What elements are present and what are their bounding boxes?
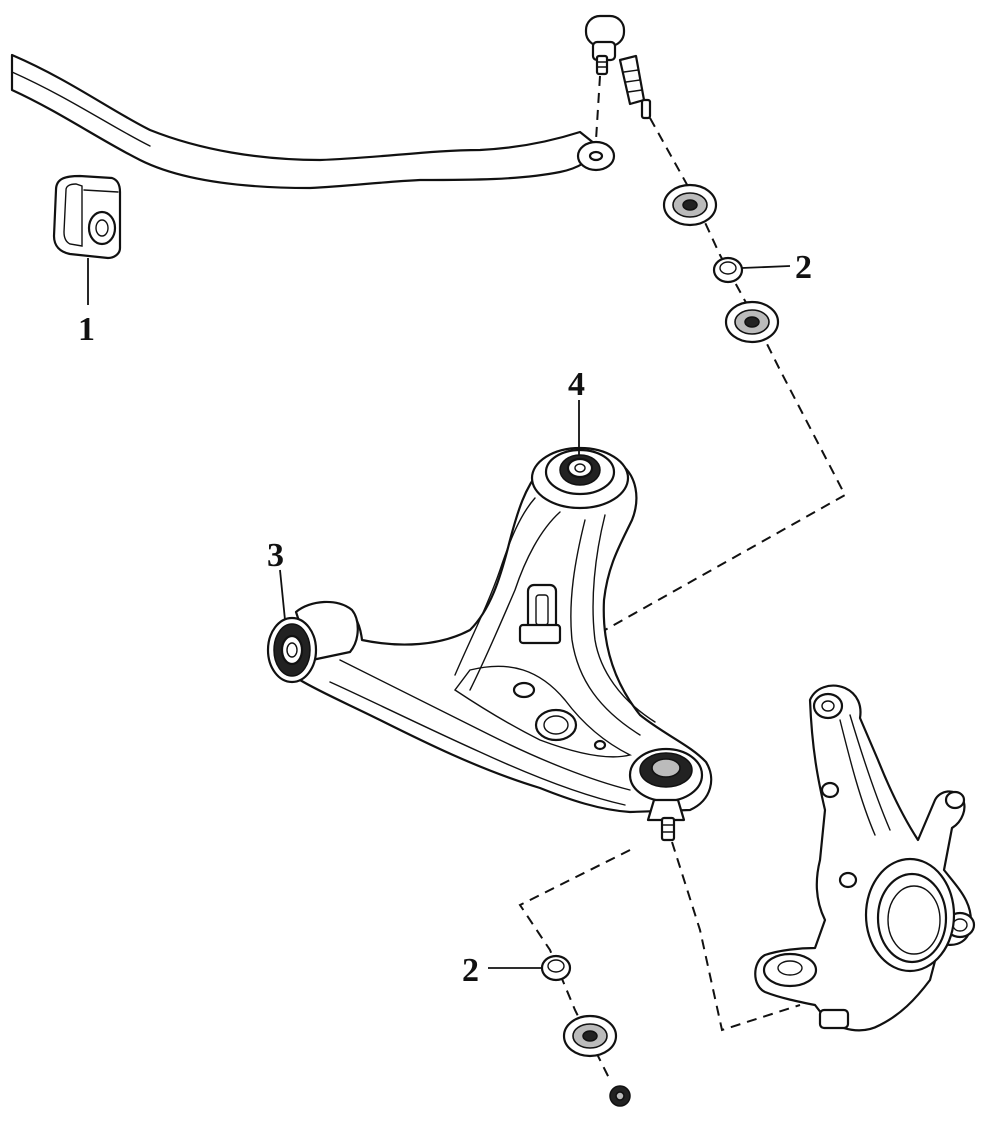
assembly-line-link-bar — [595, 75, 601, 141]
front-bushing — [266, 616, 318, 684]
link-washer-upper — [662, 183, 718, 227]
assembly-line-link-stud — [604, 117, 847, 631]
ball-joint — [628, 747, 704, 842]
callout-2-lower: 2 — [462, 952, 479, 989]
callout-2-upper: 2 — [795, 249, 812, 286]
leader-3 — [279, 569, 286, 621]
callout-4: 4 — [568, 366, 585, 403]
link-nut-lower — [609, 1085, 631, 1107]
callout-1: 1 — [78, 311, 95, 348]
link-bushing-lower — [540, 954, 572, 982]
stabilizer-link — [584, 14, 652, 120]
assembly-line-balljoint — [671, 841, 801, 1032]
link-washer-middle — [724, 300, 780, 344]
assembly-line-lower-link — [518, 849, 631, 1081]
leader-2-upper — [741, 265, 791, 269]
rear-bushing — [530, 446, 630, 510]
steering-knuckle — [754, 684, 976, 1032]
stabilizer-bushing — [52, 174, 122, 260]
link-washer-lower — [562, 1014, 618, 1058]
stabilizer-bar — [10, 53, 616, 190]
link-bushing-upper — [712, 256, 744, 284]
callout-3: 3 — [267, 537, 284, 574]
